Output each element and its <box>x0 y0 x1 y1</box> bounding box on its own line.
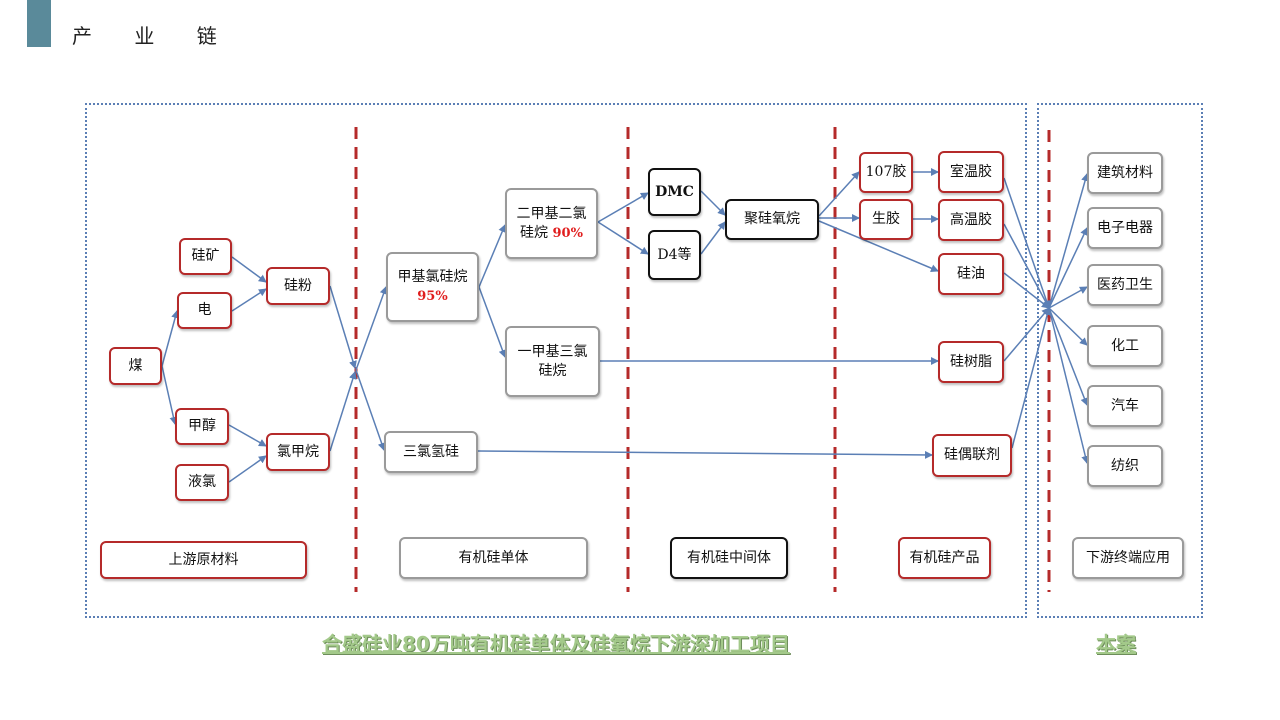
downstream-frame <box>1037 103 1203 618</box>
node-rtv-rubber: 室温胶 <box>938 151 1004 193</box>
node-methyltrichlorosilane: 一甲基三氯 硅烷 <box>505 326 600 397</box>
node-trichlorosilane: 三氯氢硅 <box>384 431 478 473</box>
stage-label-downstream: 下游终端应用 <box>1072 537 1184 579</box>
stage-label-upstream: 上游原材料 <box>100 541 307 579</box>
stage-dividers <box>354 127 1051 592</box>
node-dimethyldichlorosilane: 二甲基二氯 硅烷 90% <box>505 188 598 259</box>
yield-label: 95% <box>417 289 448 304</box>
page-title: 产 业 链 <box>72 24 235 48</box>
header-accent-bar <box>27 0 51 47</box>
stage-label-monomer: 有机硅单体 <box>399 537 588 579</box>
node-d4: D4等 <box>648 230 701 280</box>
node-silicon-ore: 硅矿 <box>179 238 232 275</box>
node-electricity: 电 <box>177 292 232 329</box>
node-downstream-textile: 纺织 <box>1087 445 1163 487</box>
node-downstream-medical: 医药卫生 <box>1087 264 1163 306</box>
node-coupling-agent: 硅偶联剂 <box>932 434 1012 477</box>
node-methanol: 甲醇 <box>175 408 229 445</box>
node-silicone-oil: 硅油 <box>938 253 1004 295</box>
stage-label-product: 有机硅产品 <box>898 537 991 579</box>
node-chloromethane: 氯甲烷 <box>266 433 330 471</box>
stage-label-intermediate: 有机硅中间体 <box>670 537 788 579</box>
node-downstream-construction: 建筑材料 <box>1087 152 1163 194</box>
node-raw-rubber: 生胶 <box>859 199 913 240</box>
project-caption: 合盛硅业80万吨有机硅单体及硅氧烷下游深加工项目 <box>322 632 790 656</box>
node-silicone-resin: 硅树脂 <box>938 341 1004 383</box>
node-methylchlorosilane: 甲基氯硅烷 95% <box>386 252 479 322</box>
node-107-rubber: 107胶 <box>859 152 913 193</box>
node-dmc: DMC <box>648 168 701 216</box>
organosilicon-chain-frame <box>85 103 1027 618</box>
node-downstream-automotive: 汽车 <box>1087 385 1163 427</box>
node-liquid-chlorine: 液氯 <box>175 464 229 501</box>
case-caption: 本案 <box>1096 632 1136 656</box>
node-silicon-powder: 硅粉 <box>266 267 330 305</box>
yield-label: 90% <box>552 225 583 241</box>
node-coal: 煤 <box>109 347 162 385</box>
flow-arrows <box>161 168 1090 483</box>
node-polysiloxane: 聚硅氧烷 <box>725 199 819 240</box>
node-downstream-chemical: 化工 <box>1087 325 1163 367</box>
node-downstream-electronics: 电子电器 <box>1087 207 1163 249</box>
node-htv-rubber: 高温胶 <box>938 199 1004 241</box>
